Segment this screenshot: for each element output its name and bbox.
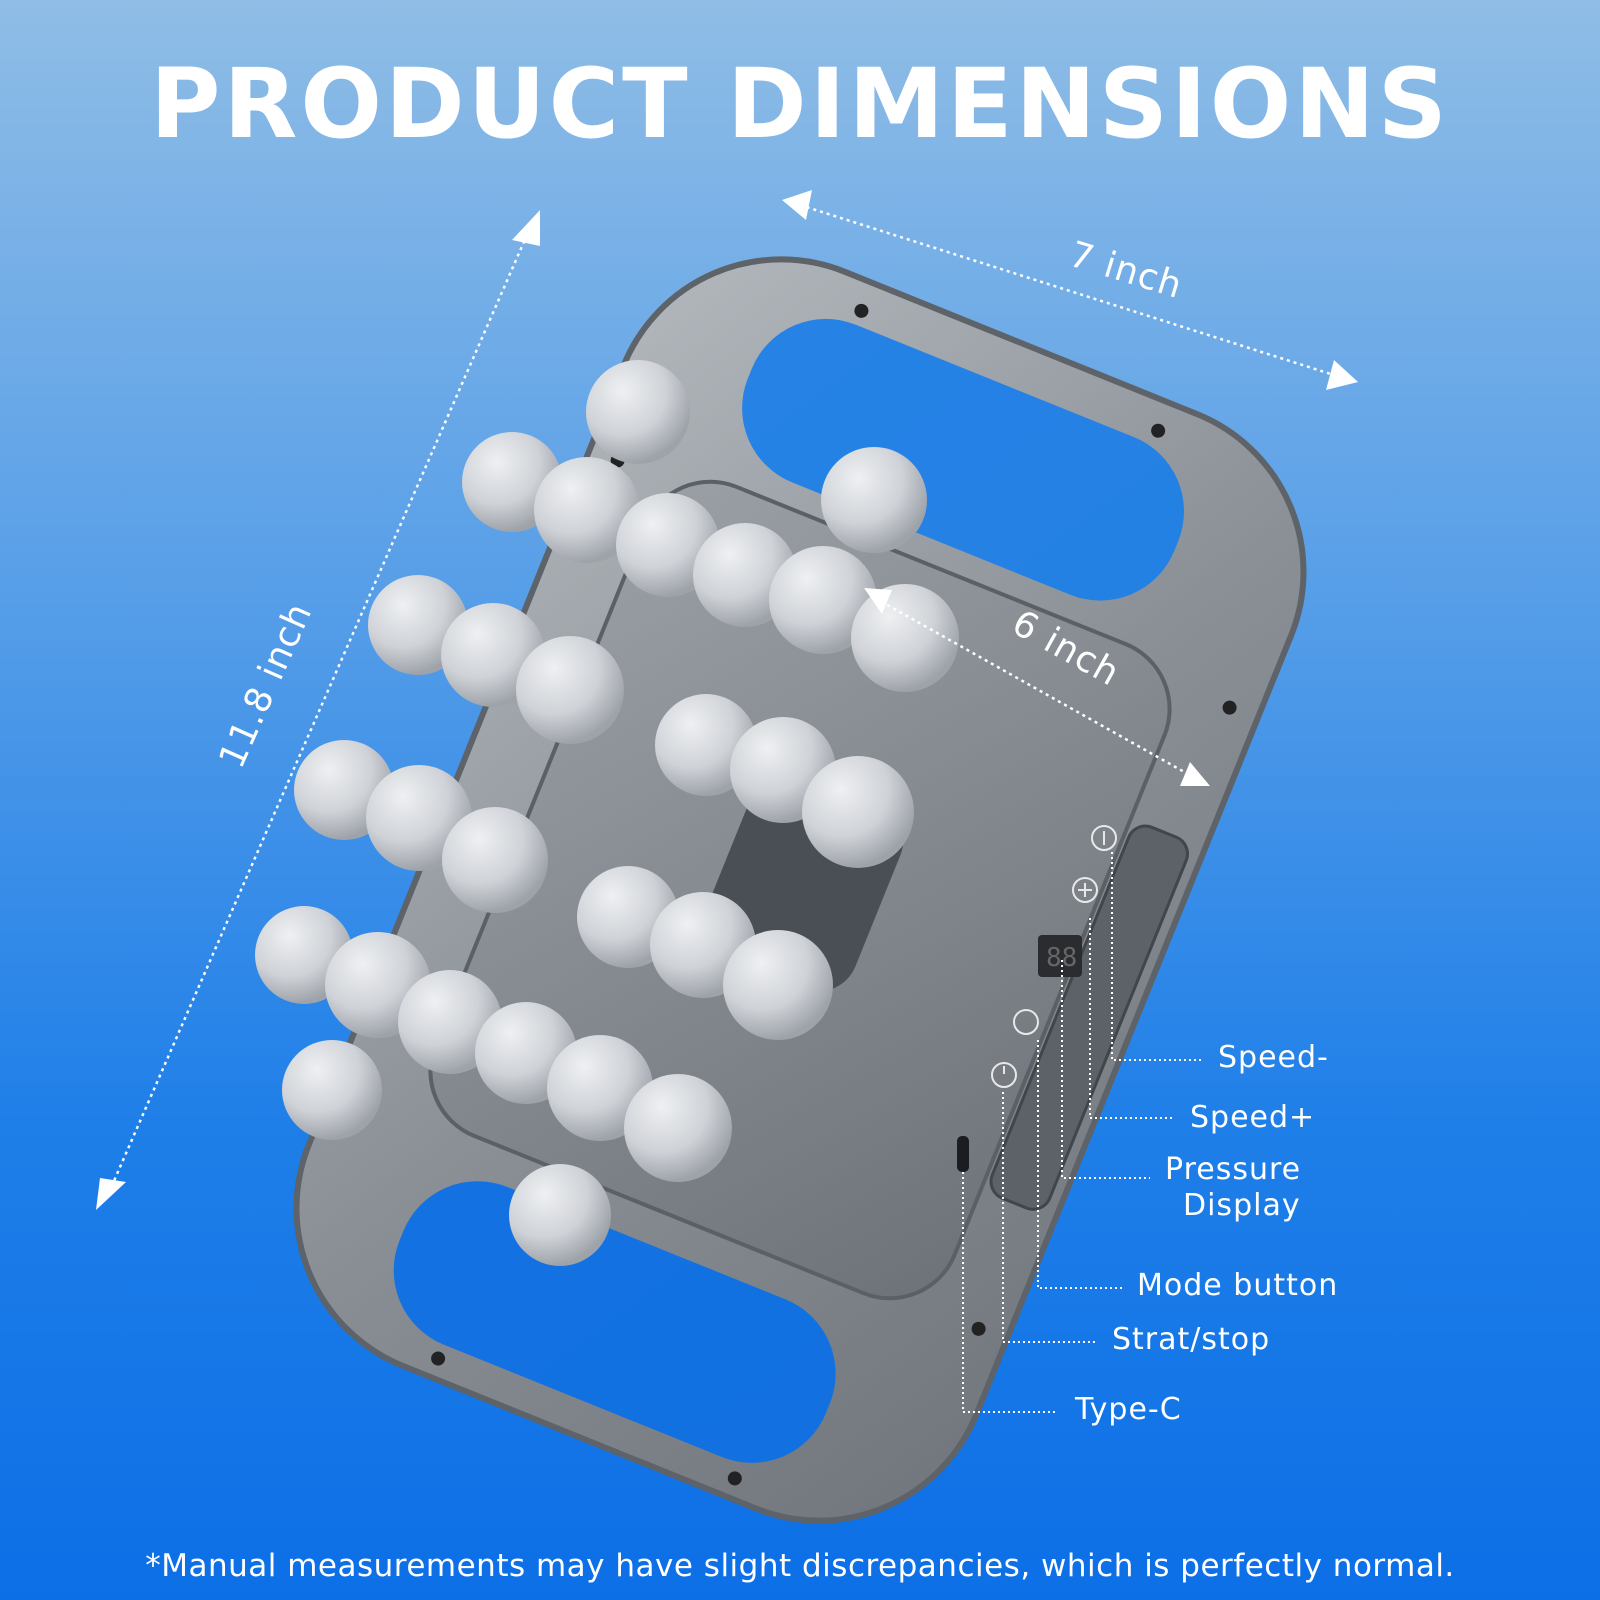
mode-icon xyxy=(1013,1009,1039,1035)
svg-text:88: 88 xyxy=(1046,943,1077,973)
callout-typec: Type-C xyxy=(1075,1392,1182,1427)
leader-startstop xyxy=(1002,1092,1095,1343)
massage-balls xyxy=(255,360,959,1266)
callout-speed-minus: Speed- xyxy=(1218,1040,1329,1075)
control-icons: 88 xyxy=(957,825,1117,1172)
callout-start-stop: Strat/stop xyxy=(1112,1322,1271,1357)
top-handle-opening xyxy=(742,318,1184,601)
callout-pressure-line1: Pressure xyxy=(1165,1152,1302,1187)
callout-speed-plus: Speed+ xyxy=(1190,1100,1316,1135)
leader-speed-plus xyxy=(1089,918,1175,1119)
minus-icon xyxy=(1091,825,1117,851)
callout-pressure-line2: Display xyxy=(1183,1188,1301,1223)
usb-c-port-icon xyxy=(957,1136,969,1172)
dimension-arrows xyxy=(108,203,1341,1191)
page-title: PRODUCT DIMENSIONS xyxy=(150,48,1450,160)
callout-mode: Mode button xyxy=(1137,1268,1339,1303)
leader-typec xyxy=(962,1172,1058,1413)
callout-leaders xyxy=(962,852,1202,1413)
bottom-handle-opening xyxy=(393,1181,836,1463)
power-icon xyxy=(991,1062,1017,1088)
control-panel xyxy=(989,824,1189,1211)
footnote: *Manual measurements may have slight dis… xyxy=(145,1548,1455,1584)
arrowheads xyxy=(96,190,1358,1210)
plus-icon xyxy=(1072,877,1098,903)
massager-device xyxy=(293,256,1307,1524)
leader-pressure xyxy=(1061,960,1150,1179)
inner-arrow-line xyxy=(874,596,1196,780)
pressure-display-screen xyxy=(1038,935,1082,977)
